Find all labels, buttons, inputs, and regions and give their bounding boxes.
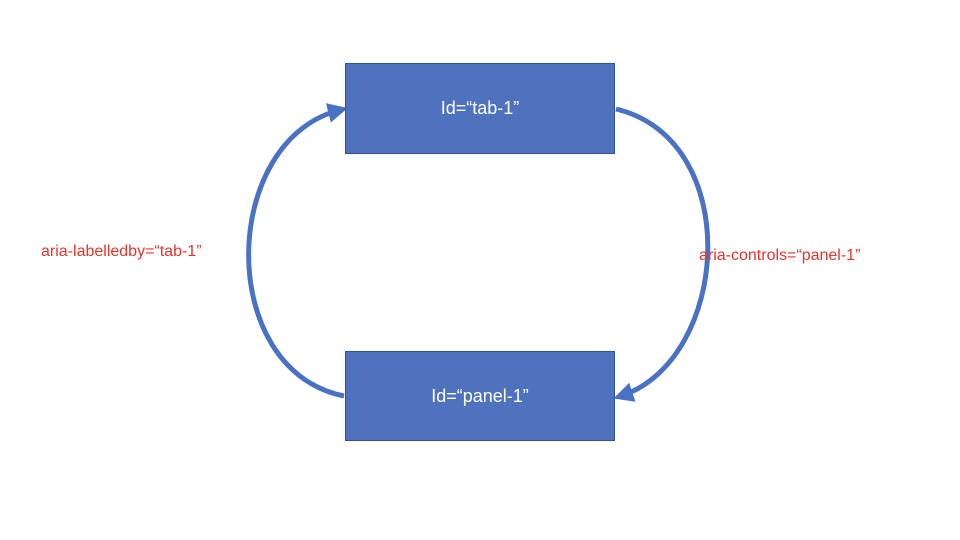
aria-controls-label: aria-controls=“panel-1” [699,247,861,264]
aria-labelledby-label: aria-labelledby=“tab-1” [41,243,202,260]
aria-labelledby-arrow [246,103,348,399]
aria-controls-arrow [613,106,711,402]
panel-node: Id=“panel-1” [345,351,615,441]
tab-node: Id=“tab-1” [345,63,615,154]
tab-node-label: Id=“tab-1” [440,98,520,118]
panel-node-label: Id=“panel-1” [431,385,529,406]
